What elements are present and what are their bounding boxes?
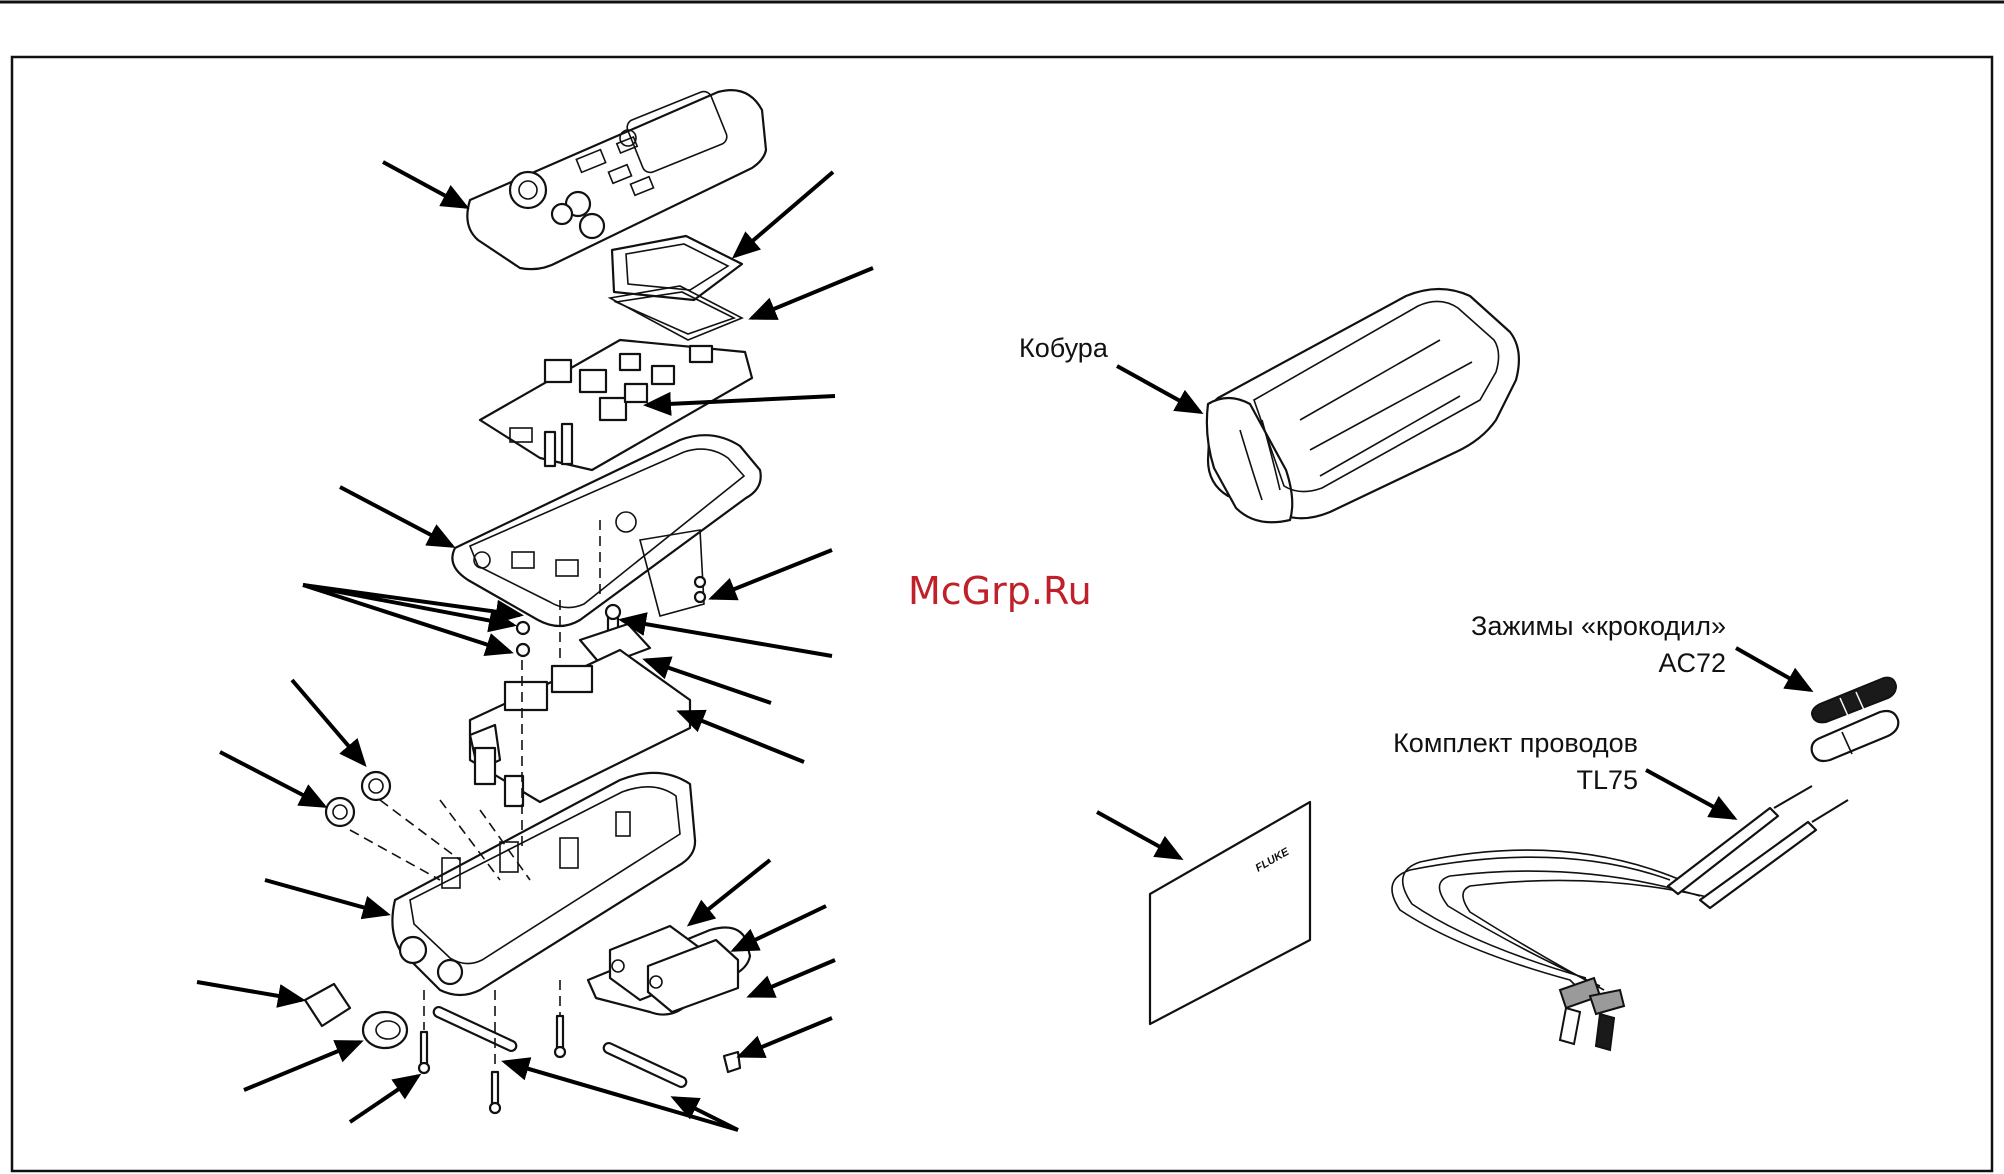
front-panel-overlay — [467, 89, 766, 269]
terminal-sleeve-lower — [326, 798, 354, 826]
holster — [1207, 289, 1519, 522]
holster-label: Кобура — [1019, 333, 1109, 363]
case-screw-2 — [490, 1072, 500, 1113]
leads-label-line2: TL75 — [1576, 765, 1638, 795]
spring-washer-bottom — [695, 592, 705, 602]
lcd-window — [612, 236, 742, 300]
tilt-stand-bar-right — [602, 1041, 688, 1088]
washer-left-b — [517, 644, 529, 656]
tilt-stand-bar-left — [432, 1005, 518, 1052]
terminal-sleeve-upper — [362, 772, 390, 800]
rotary-knob — [305, 984, 350, 1026]
test-leads — [1392, 786, 1848, 1050]
clips-label-line2: AC72 — [1658, 648, 1726, 678]
case-screw-3 — [555, 1016, 565, 1057]
washer-left-a — [517, 622, 529, 634]
clips-label-line1: Зажимы «крокодил» — [1471, 611, 1726, 641]
door-screw — [724, 1052, 740, 1072]
manual-booklet: FLUKE — [1150, 802, 1310, 1024]
leads-label-line1: Комплект проводов — [1393, 728, 1638, 758]
watermark: McGrp.Ru — [908, 569, 1092, 613]
case-screw-1 — [419, 1032, 429, 1073]
spring-washer-top — [695, 577, 705, 587]
leader-arrows-left — [197, 162, 873, 1130]
